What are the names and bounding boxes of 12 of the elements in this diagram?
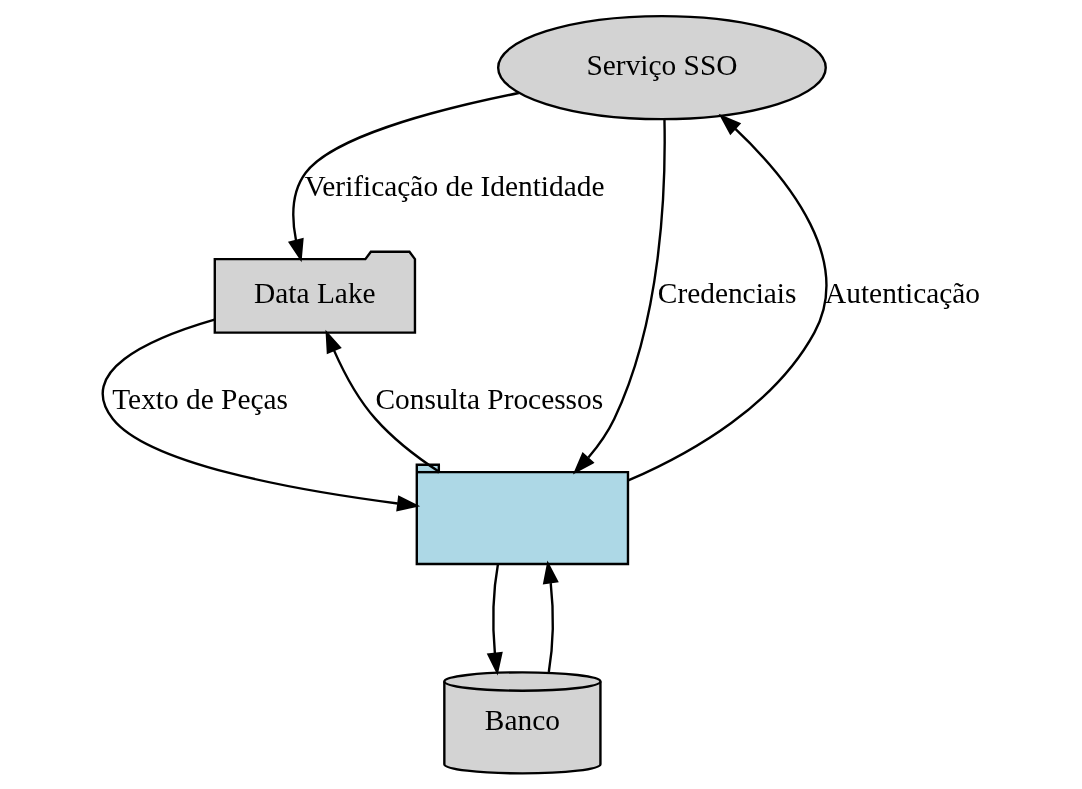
- edge-label: Consulta Processos: [375, 383, 604, 416]
- arrow: [572, 119, 666, 475]
- edge-label: Texto de Peças: [112, 383, 288, 416]
- arrow: [101, 318, 421, 512]
- arrow: [325, 329, 441, 474]
- node-ellipse: Serviço SSO: [496, 14, 827, 121]
- arrow: [287, 91, 520, 263]
- arrow: [627, 113, 828, 482]
- edge-label: Credenciais: [657, 276, 797, 309]
- arrow: [542, 560, 559, 673]
- edge-label: Verificação de Identidade: [304, 170, 605, 203]
- arrow: [486, 563, 503, 676]
